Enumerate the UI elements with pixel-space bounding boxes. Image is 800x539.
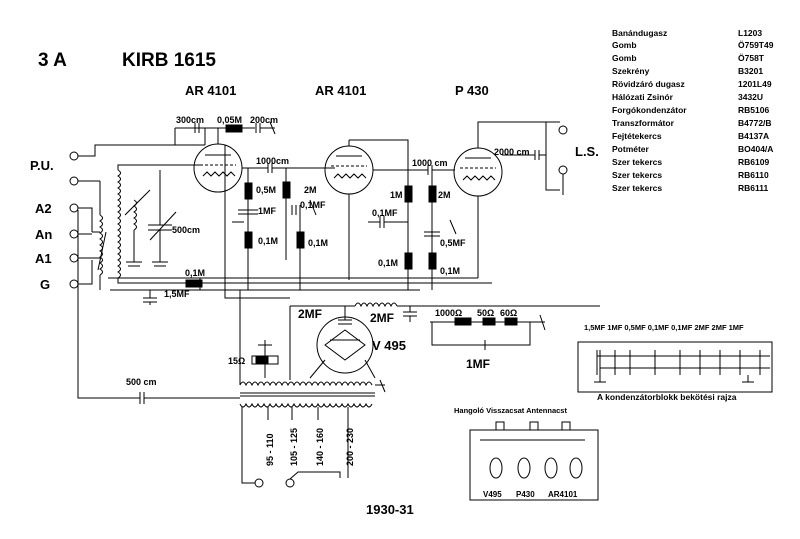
c2mf-b-label: 2MF — [370, 311, 394, 325]
c05mf-label: 0,5MF — [440, 238, 466, 248]
g-terminal — [69, 279, 79, 289]
r01-d-label: 0,1M — [378, 258, 398, 268]
a1-label: A1 — [35, 251, 52, 266]
r50-label: 50Ω — [477, 308, 494, 318]
r1000-label: 1000Ω — [435, 308, 462, 318]
pu-terminal-2 — [69, 176, 79, 186]
a2-terminal — [69, 203, 79, 213]
r2m-b-label: 2M — [438, 190, 451, 200]
r15-label: 15Ω — [228, 356, 245, 366]
part-code: B3201 — [738, 66, 763, 76]
part-name: Hálózati Zsinór — [612, 92, 674, 102]
part-code: Ö759T49 — [738, 40, 774, 50]
part-name: Gomb — [612, 53, 637, 63]
part-name: Szer tekercs — [612, 170, 662, 180]
grid-coil — [117, 169, 121, 279]
part-name: Banándugasz — [612, 28, 667, 38]
r60-label: 60Ω — [500, 308, 517, 318]
part-name: Gomb — [612, 40, 637, 50]
part-code: RB6110 — [738, 170, 769, 180]
r05-label: 0,5M — [256, 185, 276, 195]
cap-block-caption: A kondenzátorblokk bekötési rajza — [597, 392, 737, 402]
tap-label-2: 105 - 125 — [289, 428, 299, 466]
parts-list: Banándugasz L1203 Gomb Ö759T49 Gomb Ö758… — [612, 28, 774, 193]
part-name: Fejtétekercs — [612, 131, 662, 141]
part-code: B4772/B — [738, 118, 772, 128]
a2-label: A2 — [35, 201, 52, 216]
ls-terminal-1 — [558, 125, 568, 135]
r01-b-label: 0,1M — [308, 238, 328, 248]
part-code: RB5106 — [738, 105, 769, 115]
part-name: Szekrény — [612, 66, 650, 76]
c500-label: 500cm — [172, 225, 200, 235]
c1000a-label: 1000cm — [256, 156, 289, 166]
c1000b-label: 1000 cm — [412, 158, 448, 168]
cap-block-values: 1,5MF 1MF 0,5MF 0,1MF 0,1MF 2MF 2MF 1MF — [584, 323, 744, 332]
an-label: An — [35, 227, 52, 242]
tap-label-3: 140 - 160 — [315, 428, 325, 466]
g-label: G — [40, 277, 50, 292]
part-name: Szer tekercs — [612, 157, 662, 167]
c01mf-b-label: 0,1MF — [372, 208, 398, 218]
pu-terminal-1 — [69, 151, 79, 161]
a1-terminal — [69, 253, 79, 263]
part-code: RB6109 — [738, 157, 769, 167]
c2mf-a-label: 2MF — [298, 307, 322, 321]
c2000-label: 2000 cm — [494, 147, 530, 157]
tube-1-label: AR 4101 — [185, 83, 236, 98]
part-name: Rövidzáró dugasz — [612, 79, 685, 89]
part-code: 3432U — [738, 92, 763, 102]
part-name: Potméter — [612, 144, 650, 154]
part-name: Transzformátor — [612, 118, 675, 128]
tube-3-label: P 430 — [455, 83, 489, 98]
model-name: KIRB 1615 — [122, 50, 216, 71]
c200-label: 200cm — [250, 115, 278, 125]
socket-label-2: P430 — [516, 490, 535, 499]
r005-label: 0,05M — [217, 115, 242, 125]
ls-label: L.S. — [575, 144, 599, 159]
filter-choke — [354, 302, 398, 308]
an-terminal — [69, 229, 79, 239]
tube-1-envelope — [193, 143, 243, 193]
mains-terminal-2 — [285, 478, 295, 488]
part-code: L1203 — [738, 28, 762, 38]
part-code: Ö758T — [738, 53, 765, 63]
part-name: Forgókondenzátor — [612, 105, 687, 115]
socket-label-1: V495 — [483, 490, 502, 499]
c500b-label: 500 cm — [126, 377, 157, 387]
part-name: Szer tekercs — [612, 183, 662, 193]
socket-label-3: AR4101 — [548, 490, 578, 499]
capacitor-block-outline — [577, 341, 773, 393]
rectifier-tube-label: V 495 — [372, 338, 406, 353]
c01mf-a-label: 0,1MF — [300, 200, 326, 210]
tube-2-envelope — [324, 145, 374, 195]
tube-2-label: AR 4101 — [315, 83, 366, 98]
c15mf-label: 1,5MF — [164, 289, 190, 299]
part-code: 1201L49 — [738, 79, 772, 89]
c1mf-a-label: 1MF — [258, 206, 277, 216]
socket-view-title: Hangoló Visszacsat Antennacst — [454, 406, 567, 415]
transformer-primary — [239, 402, 373, 408]
r01-c-label: 0,1M — [185, 268, 205, 278]
model-code: 3 A — [38, 50, 67, 71]
ls-terminal-2 — [558, 165, 568, 175]
r01-e-label: 0,1M — [440, 266, 460, 276]
c300-label: 300cm — [176, 115, 204, 125]
mains-terminal-1 — [254, 478, 264, 488]
tap-label-4: 200 - 230 — [345, 428, 355, 466]
tap-label-1: 95 - 110 — [265, 433, 275, 466]
antenna-coil — [99, 214, 103, 276]
part-code: BO404/A — [738, 144, 773, 154]
transformer-secondary — [239, 381, 373, 387]
part-code: B4137A — [738, 131, 769, 141]
r1m-a-label: 1M — [390, 190, 403, 200]
c1mf-b-label: 1MF — [466, 357, 490, 371]
r2m-a-label: 2M — [304, 185, 317, 195]
part-code: RB6111 — [738, 183, 769, 193]
pu-label: P.U. — [30, 158, 54, 173]
year-label: 1930-31 — [366, 502, 414, 517]
r01-a-label: 0,1M — [258, 236, 278, 246]
